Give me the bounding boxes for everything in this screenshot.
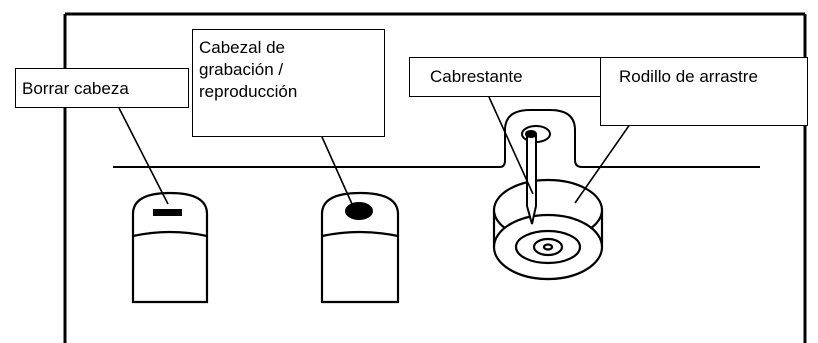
- capstan-label-text: Cabrestante: [430, 67, 523, 86]
- record-head-label-line-3: reproducción: [199, 82, 298, 101]
- erase-head-label-text: Borrar cabeza: [22, 79, 129, 98]
- capstan: [521, 125, 551, 225]
- pinch-roller: [492, 178, 604, 281]
- pinch-roller-label-text: Rodillo de arrastre: [619, 67, 758, 86]
- erase-head-label: Borrar cabeza: [15, 68, 189, 108]
- record-playback-head: [320, 191, 400, 304]
- record-head-label-line-2: grabación /: [199, 60, 284, 79]
- pinch-roller-label: Rodillo de arrastre: [600, 57, 808, 126]
- record-head-label-line-1: Cabezal de: [199, 38, 286, 57]
- erase-head: [131, 191, 209, 304]
- tape-path-line: [113, 109, 760, 168]
- capstan-label: Cabrestante: [409, 57, 602, 97]
- record-playback-head-label: Cabezal de grabación / reproducción: [192, 29, 385, 137]
